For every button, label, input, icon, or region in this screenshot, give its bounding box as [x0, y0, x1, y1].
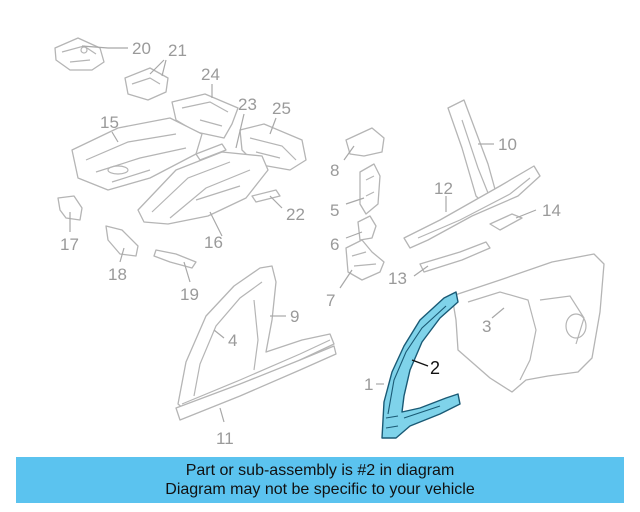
callout-4: 4 — [228, 331, 237, 350]
part-22 — [251, 189, 281, 203]
callout-5: 5 — [330, 201, 339, 220]
leader-lines — [69, 45, 537, 423]
part-14 — [489, 213, 523, 231]
part-2-highlight — [381, 291, 461, 439]
callout-15: 15 — [100, 113, 119, 132]
banner-line-1: Part or sub-assembly is #2 in diagram — [185, 462, 455, 479]
callout-25: 25 — [272, 99, 291, 118]
callout-17: 17 — [60, 235, 79, 254]
part-7 — [345, 239, 385, 281]
callout-18: 18 — [108, 265, 127, 284]
part-5 — [359, 163, 381, 215]
info-banner: Part or sub-assembly is #2 in diagram Di… — [16, 457, 624, 503]
callout-24: 24 — [201, 65, 220, 84]
callout-13: 13 — [388, 269, 407, 288]
callout-22: 22 — [286, 205, 305, 224]
callout-23: 23 — [238, 95, 257, 114]
part-16 — [137, 151, 269, 225]
callout-3: 3 — [482, 317, 491, 336]
part-6 — [357, 215, 377, 241]
callout-1: 1 — [364, 375, 373, 394]
part-19 — [153, 249, 197, 269]
callout-21: 21 — [168, 41, 187, 60]
part-9 — [177, 265, 335, 415]
callout-20: 20 — [132, 39, 151, 58]
callout-8: 8 — [330, 161, 339, 180]
banner-line-2: Diagram may not be specific to your vehi… — [165, 481, 475, 498]
part-11 — [175, 345, 337, 421]
callout-9: 9 — [290, 307, 299, 326]
callout-19: 19 — [180, 285, 199, 304]
callout-12: 12 — [434, 179, 453, 198]
callout-14: 14 — [542, 201, 561, 220]
part-17 — [57, 195, 83, 221]
part-20 — [54, 37, 105, 71]
part-23 — [195, 143, 227, 161]
callout-11: 11 — [216, 429, 234, 448]
part-13 — [419, 241, 491, 273]
callout-7: 7 — [326, 291, 335, 310]
callout-6: 6 — [330, 235, 339, 254]
part-18 — [105, 225, 139, 257]
callout-10: 10 — [498, 135, 517, 154]
part-21 — [124, 67, 169, 101]
callout-2: 2 — [430, 358, 440, 378]
part-12 — [403, 165, 541, 249]
callout-16: 16 — [204, 233, 223, 252]
part-3 — [451, 253, 605, 393]
part-8 — [345, 127, 385, 157]
